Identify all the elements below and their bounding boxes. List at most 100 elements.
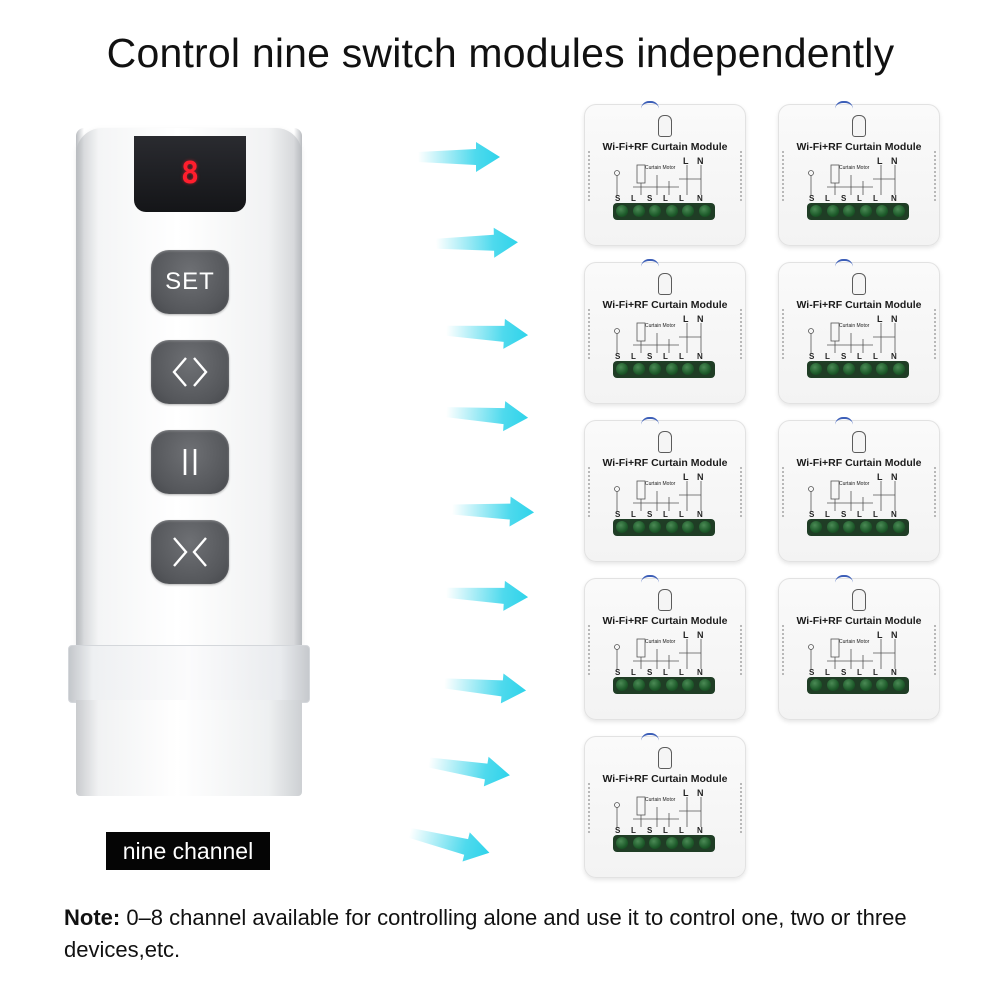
- terminal-label: N: [891, 194, 897, 203]
- terminal-label: S: [841, 668, 847, 677]
- terminal-label: L: [873, 510, 878, 519]
- terminal-label: S: [647, 668, 653, 677]
- vent-right: [934, 151, 936, 201]
- terminal-label: S: [809, 194, 815, 203]
- module-top-l: L: [683, 788, 689, 798]
- mounting-hole: [658, 431, 672, 453]
- module-top-l: L: [877, 630, 883, 640]
- mounting-hole: [852, 431, 866, 453]
- wiring-schematic: [808, 322, 896, 353]
- terminal-screw: [632, 205, 645, 217]
- vent-left: [588, 467, 590, 517]
- terminal-label: N: [697, 668, 703, 677]
- terminal-screw: [698, 679, 711, 691]
- antenna-wire: [641, 733, 659, 747]
- wiring-schematic: [808, 164, 896, 195]
- terminal-block: [613, 361, 715, 378]
- signal-arrow-icon: [445, 395, 532, 440]
- channel-tag: nine channel: [106, 832, 270, 870]
- terminal-screw: [859, 363, 872, 375]
- vent-right: [740, 625, 742, 675]
- vent-left: [588, 151, 590, 201]
- terminal-screw: [616, 837, 628, 849]
- set-button[interactable]: SET: [151, 250, 229, 314]
- terminal-screw: [826, 521, 839, 533]
- terminal-screw: [843, 205, 855, 217]
- terminal-screw: [698, 521, 711, 533]
- terminal-screw: [810, 205, 822, 217]
- remote-base: [76, 700, 302, 796]
- terminal-label: S: [841, 510, 847, 519]
- terminal-label: L: [679, 826, 684, 835]
- mounting-hole: [658, 273, 672, 295]
- open-button[interactable]: [151, 340, 229, 404]
- terminal-label: L: [631, 352, 636, 361]
- wiring-schematic: [614, 480, 702, 511]
- vent-right: [740, 309, 742, 359]
- terminal-label: L: [857, 668, 862, 677]
- vent-right: [740, 151, 742, 201]
- motor-label: Curtain Motor: [645, 797, 676, 803]
- antenna-wire: [641, 101, 659, 115]
- remote-control: 8 SET: [76, 128, 302, 648]
- terminal-screw: [843, 363, 855, 375]
- terminal-screw: [616, 679, 628, 691]
- open-chevrons-icon: [172, 357, 208, 387]
- set-button-label: SET: [165, 268, 215, 295]
- vent-left: [588, 309, 590, 359]
- antenna-wire: [641, 417, 659, 431]
- module-top-n: N: [697, 630, 704, 640]
- terminal-label: L: [873, 668, 878, 677]
- terminal-label: S: [615, 352, 621, 361]
- antenna-wire: [641, 575, 659, 589]
- module-title: Wi-Fi+RF Curtain Module: [796, 141, 922, 153]
- vent-right: [740, 783, 742, 833]
- terminal-screw: [649, 679, 661, 691]
- wiring-schematic: [614, 164, 702, 195]
- motor-label: Curtain Motor: [839, 639, 870, 645]
- terminal-screw: [682, 363, 694, 375]
- terminal-label: S: [647, 826, 653, 835]
- terminal-label: L: [825, 510, 830, 519]
- mounting-hole: [852, 115, 866, 137]
- terminal-screw: [649, 837, 661, 849]
- module-top-l: L: [877, 472, 883, 482]
- terminal-screw: [616, 363, 628, 375]
- terminal-block: [807, 519, 909, 536]
- channel-digit: 8: [180, 156, 200, 191]
- motor-label: Curtain Motor: [839, 481, 870, 487]
- terminal-screw: [665, 205, 678, 217]
- terminal-screw: [698, 205, 711, 217]
- vent-right: [740, 467, 742, 517]
- terminal-screw: [876, 679, 888, 691]
- terminal-screw: [892, 363, 905, 375]
- terminal-label: L: [857, 194, 862, 203]
- page-headline: Control nine switch modules independentl…: [106, 30, 895, 76]
- note-label: Note:: [64, 905, 121, 930]
- close-button[interactable]: [151, 520, 229, 584]
- terminal-label: L: [663, 826, 668, 835]
- module-title: Wi-Fi+RF Curtain Module: [602, 299, 728, 311]
- vent-right: [934, 309, 936, 359]
- stop-button[interactable]: [151, 430, 229, 494]
- terminal-label: N: [891, 510, 897, 519]
- mounting-hole: [658, 589, 672, 611]
- antenna-wire: [835, 259, 853, 273]
- note: Note: 0–8 channel available for controll…: [64, 902, 964, 966]
- terminal-screw: [810, 679, 822, 691]
- terminal-screw: [859, 521, 872, 533]
- vent-left: [782, 151, 784, 201]
- terminal-label: L: [857, 352, 862, 361]
- wiring-schematic: [614, 796, 702, 827]
- signal-arrow-icon: [442, 666, 529, 712]
- terminal-label: N: [697, 194, 703, 203]
- antenna-wire: [835, 417, 853, 431]
- terminal-block: [613, 203, 715, 220]
